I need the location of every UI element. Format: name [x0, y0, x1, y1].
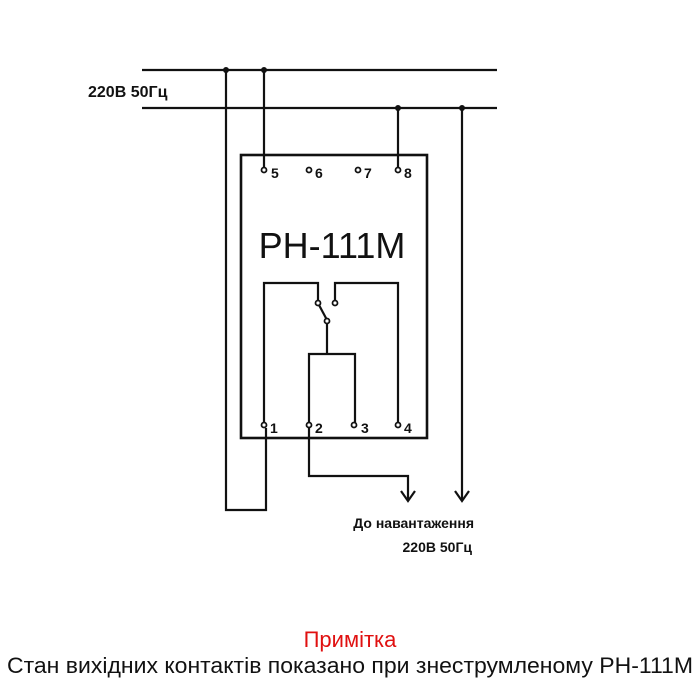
internal-wire-2-3	[307, 352, 357, 425]
internal-wire-1	[262, 281, 320, 425]
arrow-load-neutral	[454, 490, 470, 503]
load-voltage: 220В 50Гц	[403, 539, 473, 555]
terminal-5-label: 5	[271, 165, 279, 181]
terminal-2-label: 2	[315, 420, 323, 436]
note-title: Примітка	[304, 627, 398, 652]
supply-label: 220В 50Гц	[88, 84, 168, 101]
wires	[142, 68, 497, 512]
device-name: РН-111М	[259, 225, 406, 266]
terminal-7-label: 7	[364, 165, 372, 181]
terminal-points	[260, 166, 402, 429]
arrow-load-phase	[400, 490, 416, 503]
relay-body	[239, 153, 429, 440]
wire-to-terminal-1	[224, 70, 268, 512]
internal-wire-4	[333, 281, 400, 425]
terminal-4-label: 4	[404, 420, 412, 436]
terminal-8-label: 8	[404, 165, 412, 181]
wire-terminal-2-to-load	[307, 428, 410, 500]
note-text: Стан вихідних контактів показано при зне…	[7, 653, 693, 678]
junction-dots	[223, 67, 465, 111]
terminal-6-label: 6	[315, 165, 323, 181]
terminal-1-label: 1	[270, 420, 278, 436]
switch-blade	[318, 304, 328, 321]
terminal-3-label: 3	[361, 420, 369, 436]
load-label: До навантаження	[353, 515, 474, 531]
